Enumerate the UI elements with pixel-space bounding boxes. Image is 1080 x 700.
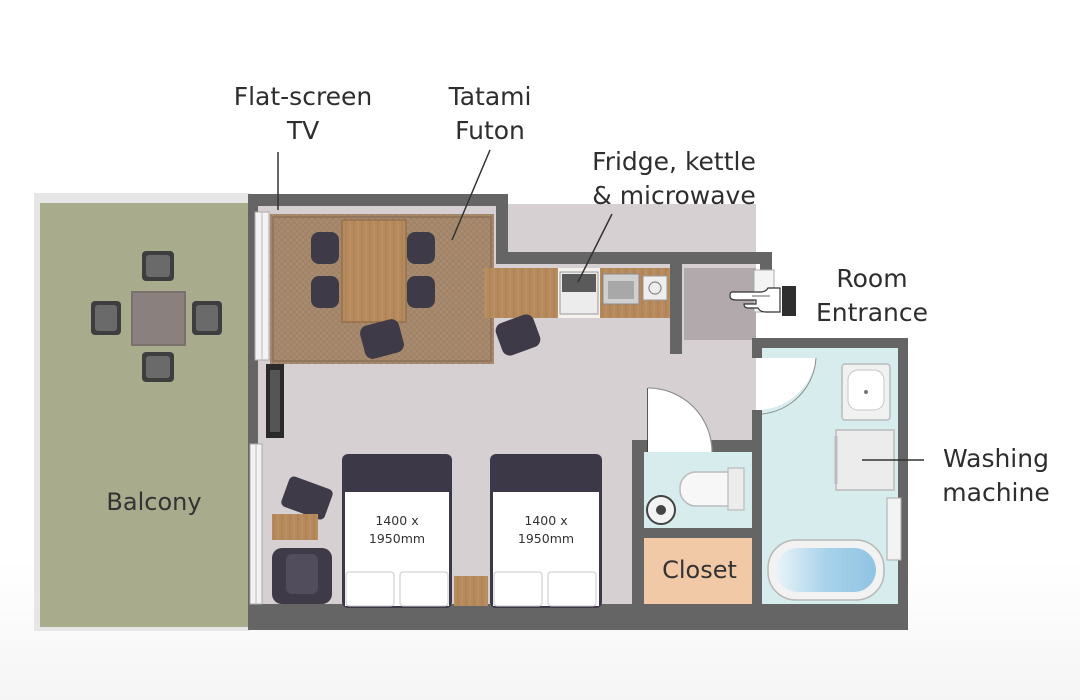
bed-left-dimensions: 1400 x 1950mm <box>345 512 449 548</box>
bed-right-dimensions: 1400 x 1950mm <box>493 512 599 548</box>
label-fridge-kettle-microwave: Fridge, kettle & microwave <box>578 145 770 213</box>
toilet-room <box>644 452 754 530</box>
label-leaders <box>277 149 924 461</box>
label-line: Tatami <box>448 82 532 111</box>
label-line: Futon <box>455 116 525 145</box>
label-line: Flat-screen <box>233 82 373 111</box>
dimension-line: 1400 x <box>524 513 568 528</box>
desk-chair <box>495 314 541 356</box>
label-room-entrance: Room Entrance <box>806 262 938 330</box>
label-line: Room <box>836 264 908 293</box>
dimension-line: 1950mm <box>368 531 426 546</box>
label-closet: Closet <box>662 556 737 584</box>
label-line: & microwave <box>592 181 756 210</box>
label-line: Entrance <box>815 298 928 327</box>
label-line: machine <box>942 478 1050 507</box>
windows <box>249 211 902 605</box>
closet <box>644 537 754 608</box>
lounge-seating <box>272 476 333 604</box>
label-balcony: Balcony <box>106 488 202 516</box>
kitchenette <box>484 268 670 318</box>
balcony-table-set <box>91 251 222 382</box>
dimension-line: 1950mm <box>517 531 575 546</box>
label-washing-machine: Washing machine <box>928 442 1064 510</box>
dimension-line: 1400 x <box>375 513 419 528</box>
bed-left <box>342 454 452 608</box>
nightstand <box>454 576 488 606</box>
label-flat-screen-tv: Flat-screen TV <box>218 80 388 148</box>
label-line: TV <box>286 116 320 145</box>
flat-screen-tv <box>266 364 284 438</box>
tatami-dining-set <box>311 219 435 359</box>
bed-right <box>490 454 602 608</box>
label-line: Fridge, kettle <box>592 147 756 176</box>
pointing-hand-icon <box>729 286 796 316</box>
label-tatami-futon: Tatami Futon <box>420 80 560 148</box>
label-line: Washing <box>943 444 1049 473</box>
